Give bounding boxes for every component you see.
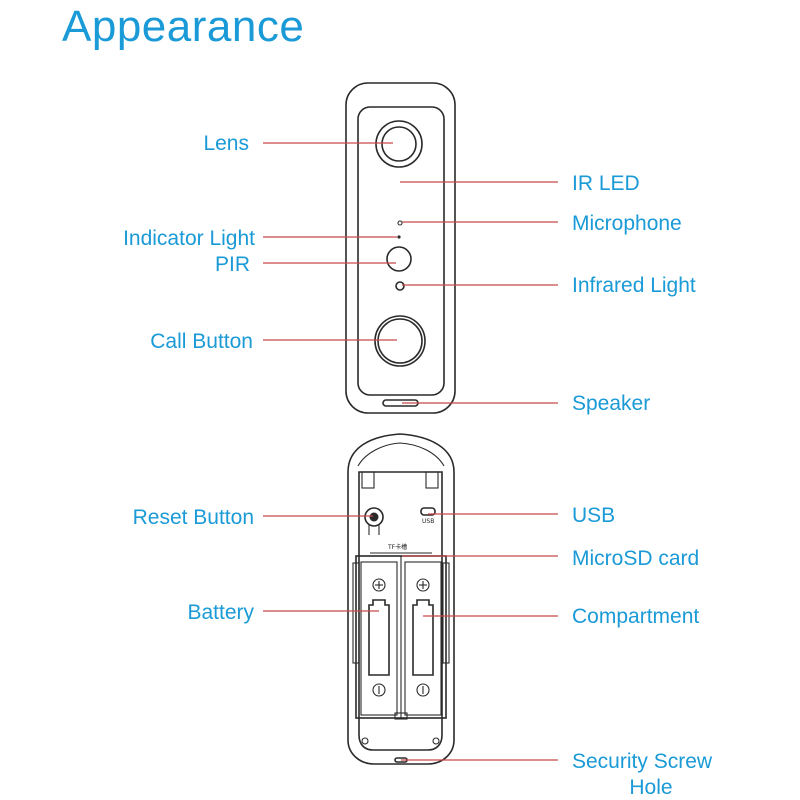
- back-inner-panel: [358, 471, 443, 751]
- back-outer-shell: [347, 433, 455, 765]
- label-call-button: Call Button: [150, 330, 253, 353]
- label-indicator-light: Indicator Light: [123, 227, 255, 250]
- label-ir-led: IR LED: [572, 172, 640, 195]
- label-pir: PIR: [215, 253, 250, 276]
- back-top-curve: [357, 442, 445, 467]
- battery-cell-left-icon: [360, 561, 398, 716]
- screw-left-icon: [361, 737, 369, 745]
- callout-labels: Lens IR LED Microphone Indicator Light P…: [123, 132, 713, 799]
- doorbell-back-view: USB TF卡槽: [347, 433, 455, 765]
- usb-port-icon: USB: [420, 507, 436, 525]
- label-security-screw-hole-line2: Hole: [629, 776, 672, 799]
- compartment-clip: [394, 712, 408, 720]
- microphone-hole-icon: [397, 220, 403, 226]
- label-speaker: Speaker: [572, 392, 650, 415]
- doorbell-front-view: [345, 82, 456, 414]
- leader-lines: [263, 142, 558, 761]
- battery-cell-right-icon: [404, 561, 442, 716]
- screw-right-icon: [432, 737, 440, 745]
- right-latch-tab: [425, 471, 439, 489]
- page-title: Appearance: [62, 2, 305, 51]
- label-usb: USB: [572, 504, 615, 527]
- front-inner-panel: [357, 106, 445, 396]
- label-infrared-light: Infrared Light: [572, 274, 696, 297]
- label-lens: Lens: [203, 132, 249, 155]
- infrared-light-icon: [395, 281, 405, 291]
- label-microphone: Microphone: [572, 212, 682, 235]
- usb-port-marking: USB: [422, 518, 434, 525]
- left-latch-tab: [361, 471, 375, 489]
- tf-slot-marking: TF卡槽: [387, 543, 407, 551]
- label-microsd-card: MicroSD card: [572, 547, 699, 570]
- battery-compartment: [352, 555, 450, 720]
- label-security-screw-hole-line1: Security Screw: [572, 750, 713, 773]
- label-battery: Battery: [187, 601, 254, 624]
- call-button-icon: [374, 315, 426, 367]
- label-compartment: Compartment: [572, 605, 699, 628]
- label-reset-button: Reset Button: [133, 506, 254, 529]
- indicator-light-icon: [397, 235, 401, 239]
- lens-icon: [375, 120, 423, 168]
- front-outer-shell: [345, 82, 456, 414]
- reset-button-icon: [364, 507, 384, 535]
- pir-sensor-icon: [386, 246, 412, 272]
